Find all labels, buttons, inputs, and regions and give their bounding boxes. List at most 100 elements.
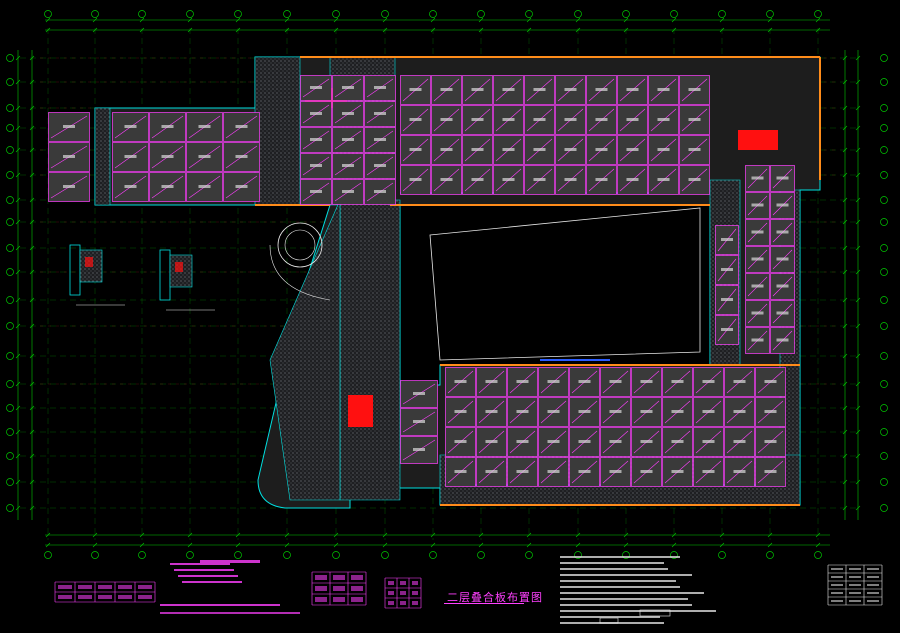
slab-tag [657, 118, 670, 121]
axis-bubble-top [718, 10, 726, 18]
axis-bubble-top [44, 10, 52, 18]
courtyard-diagonal-outline [429, 207, 701, 361]
dim-tick [92, 542, 98, 548]
slab-tag [409, 178, 422, 181]
dim-tick [855, 245, 861, 251]
dim-tick [815, 542, 821, 548]
dim-tick [15, 479, 21, 485]
dim-tick [842, 429, 848, 435]
dim-tick [284, 17, 290, 23]
slab-tag [733, 470, 746, 473]
axis-bubble-right [880, 380, 888, 388]
dim-tick [92, 532, 98, 538]
slab-tag [671, 440, 684, 443]
slab-tag [161, 185, 174, 188]
dim-tick [29, 505, 35, 511]
dim-tick [842, 269, 848, 275]
axis-bubble-left [6, 218, 14, 226]
slab-tag [564, 88, 577, 91]
dim-tick [430, 17, 436, 23]
detail-wall-section [159, 249, 171, 301]
dim-tick [526, 27, 532, 33]
slab-tag [764, 410, 777, 413]
legend-table-b-cell-text [315, 586, 327, 591]
dim-tick [855, 197, 861, 203]
dim-tick [855, 105, 861, 111]
slab-tag [471, 118, 484, 121]
title-block-table-cell-text [831, 568, 843, 570]
axis-bubble-left [6, 171, 14, 179]
dim-tick [29, 269, 35, 275]
legend-table-a-cell-text [78, 585, 92, 589]
slab-tag [595, 148, 608, 151]
slab-tag [413, 448, 425, 451]
legend-table-c-cell-text [388, 591, 394, 595]
slab-tag [702, 470, 715, 473]
dim-tick [45, 27, 51, 33]
slab-tag [751, 230, 764, 234]
slab-tag [776, 203, 789, 207]
dim-tick [842, 219, 848, 225]
legend-table-c-cell-text [400, 581, 406, 585]
spec-header-line [200, 560, 260, 563]
axis-bubble-bottom [622, 551, 630, 559]
dim-tick [719, 27, 725, 33]
dim-tick [855, 323, 861, 329]
slab-tag [502, 148, 515, 151]
dim-tick [235, 542, 241, 548]
slab-tag [485, 470, 498, 473]
axis-bubble-left [6, 478, 14, 486]
scale-box [599, 617, 619, 624]
axis-bubble-bottom [670, 551, 678, 559]
dim-tick [15, 353, 21, 359]
legend-table-b-cell-text [333, 575, 345, 580]
dim-tick [855, 79, 861, 85]
slab-tag [310, 138, 322, 141]
slab-tag [688, 178, 701, 181]
axis-bubble-top [283, 10, 291, 18]
slab-tag [609, 380, 622, 383]
dim-tick [478, 17, 484, 23]
slab-tag [471, 178, 484, 181]
dim-tick [855, 353, 861, 359]
slab-tag [626, 88, 639, 91]
slab-tag [454, 410, 467, 413]
dim-tick [284, 532, 290, 538]
axis-bubble-right [880, 296, 888, 304]
detail-sections [69, 244, 215, 311]
dim-tick [29, 479, 35, 485]
dim-tick [139, 17, 145, 23]
slab-tag [776, 338, 789, 342]
south-wing-slab [662, 457, 693, 487]
slab-tag [533, 88, 546, 91]
slab-tag [776, 284, 789, 288]
slab-tag [578, 440, 591, 443]
slab-tag [688, 118, 701, 121]
slab-tag [751, 257, 764, 261]
slab-tag [640, 410, 653, 413]
slab-tag [733, 380, 746, 383]
axis-bubble-bottom [91, 551, 99, 559]
dim-tick [29, 219, 35, 225]
title-block-table-cell-text [867, 600, 879, 602]
legend-table-b-cell-text [315, 575, 327, 580]
dim-tick [855, 505, 861, 511]
dim-tick [15, 323, 21, 329]
axis-bubble-bottom [429, 551, 437, 559]
dim-tick [842, 505, 848, 511]
dim-tick [719, 542, 725, 548]
axis-bubble-right [880, 124, 888, 132]
slab-tag [310, 112, 322, 115]
dim-tick [382, 17, 388, 23]
title-block-table-cell-text [849, 600, 861, 602]
note-text-line [560, 568, 668, 570]
slab-tag [454, 440, 467, 443]
dim-tick [15, 453, 21, 459]
north-wing-slab [431, 135, 462, 165]
slab-tag [485, 440, 498, 443]
note-text-line [560, 592, 704, 594]
axis-bubble-left [6, 452, 14, 460]
slab-tag [751, 338, 764, 342]
dim-tick [15, 105, 21, 111]
dim-tick [842, 125, 848, 131]
